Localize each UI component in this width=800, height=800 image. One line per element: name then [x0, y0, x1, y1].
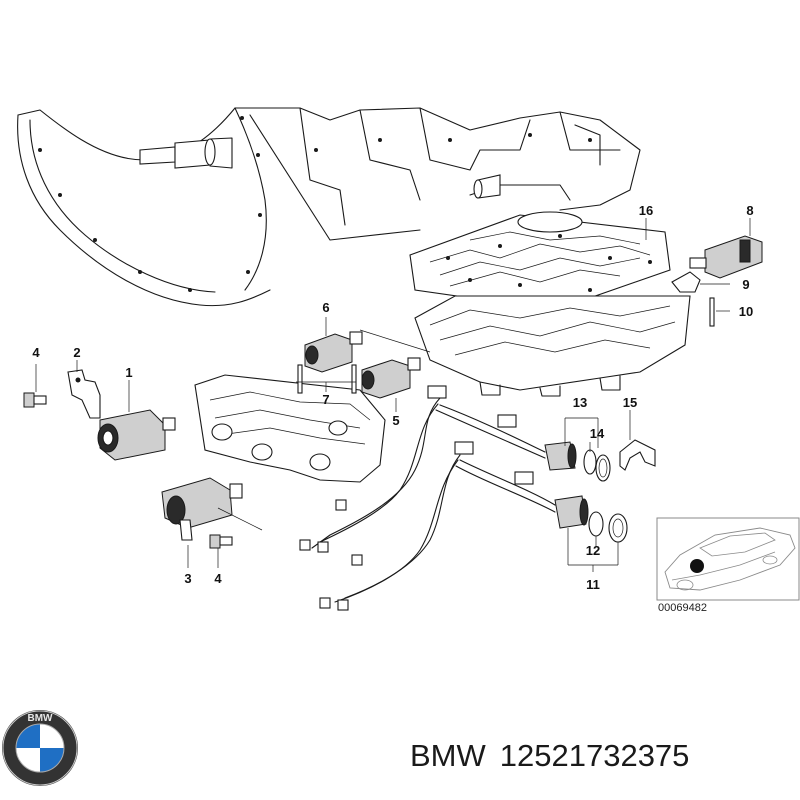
brand-name: BMW	[410, 738, 486, 773]
wiring-harness-13	[299, 385, 577, 553]
valve-body-upper	[414, 295, 691, 397]
car-outline-icon	[664, 527, 796, 591]
wiring-harness-11	[319, 441, 589, 611]
callout-9: 9	[742, 277, 749, 292]
callout-4-lower: 4	[214, 571, 222, 586]
solenoid-valve-6	[304, 331, 363, 373]
callout-1: 1	[125, 365, 132, 380]
callout-8: 8	[746, 203, 753, 218]
bmw-logo: BMW	[2, 710, 78, 786]
leader-lines	[35, 218, 751, 572]
logo-lettering: BMW	[28, 713, 54, 724]
o-rings-12	[588, 511, 628, 543]
solenoid-valve-8	[689, 235, 763, 279]
callout-13: 13	[573, 395, 587, 410]
car-locator-inset: 00069482	[656, 517, 800, 614]
transmission-housing	[17, 107, 641, 307]
bolt-4-lower	[209, 534, 233, 549]
pins-7	[297, 364, 357, 394]
part-number: 12521732375	[499, 738, 690, 773]
clip-15	[619, 439, 656, 471]
callout-3: 3	[184, 571, 191, 586]
component-location-marker	[690, 559, 704, 573]
callout-10: 10	[739, 304, 753, 319]
valve-body-gasket	[409, 211, 671, 311]
bracket-2	[67, 369, 101, 419]
callout-7: 7	[322, 392, 329, 407]
solenoid-valve-5	[361, 357, 421, 399]
callout-6: 6	[322, 300, 329, 315]
callout-5: 5	[392, 413, 399, 428]
callout-labels: 1 2 3 4 4 5 6 7 8 9 10 11 12 13 14 15 16	[32, 203, 753, 592]
callout-14: 14	[590, 426, 605, 441]
solenoid-valve-3	[161, 477, 243, 541]
pin-10	[709, 297, 715, 327]
bolt-4-upper	[23, 392, 47, 408]
inset-reference-number: 00069482	[658, 602, 707, 614]
seal-9	[671, 271, 701, 293]
part-number-caption: BMW 12521732375	[410, 738, 689, 774]
callout-2: 2	[73, 345, 80, 360]
solenoid-valve-1	[97, 409, 176, 461]
o-rings-14	[583, 449, 611, 482]
callout-4-upper: 4	[32, 345, 40, 360]
callout-16: 16	[639, 203, 653, 218]
callout-15: 15	[623, 395, 637, 410]
callout-12: 12	[586, 543, 600, 558]
valve-body-lower	[194, 374, 386, 483]
callout-11: 11	[586, 577, 600, 592]
